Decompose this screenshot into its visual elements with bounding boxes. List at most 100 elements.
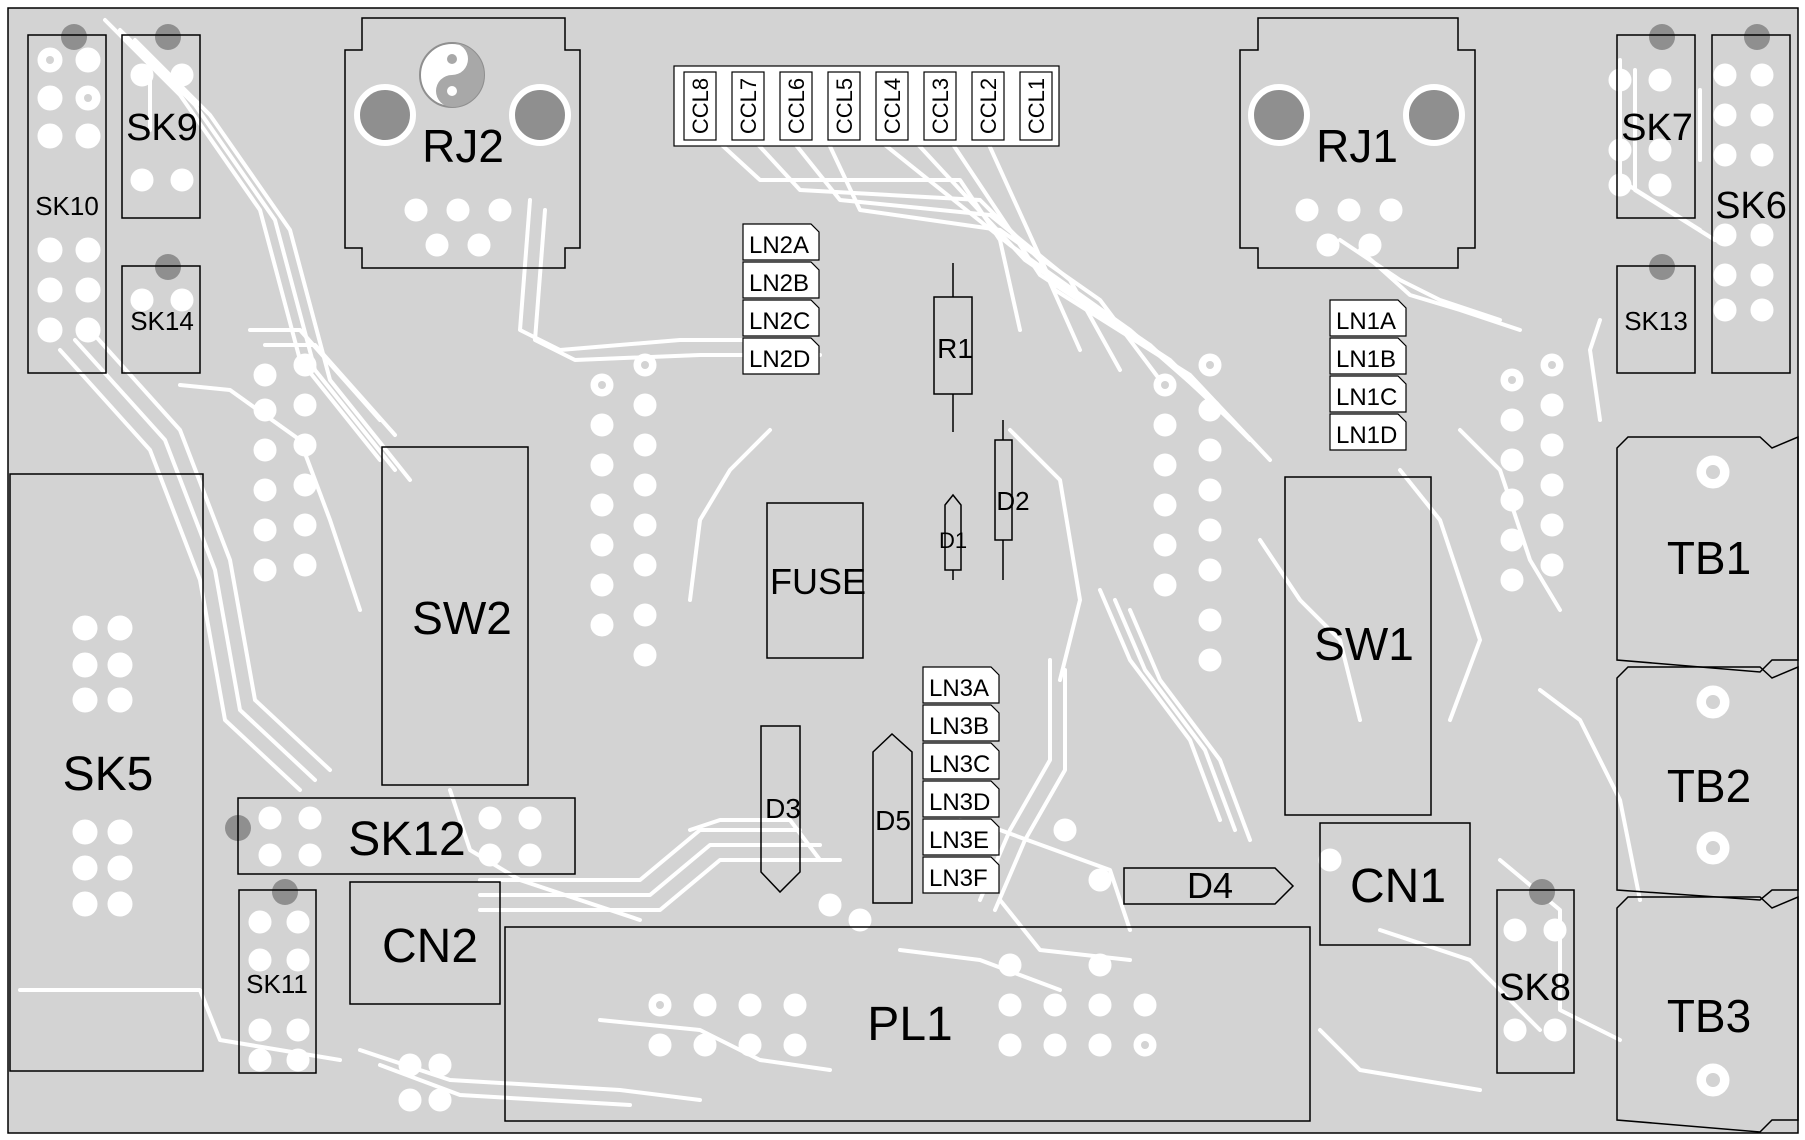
rj2-label: RJ2 [422,120,504,172]
sk9-label: SK9 [126,107,198,149]
sk5-outline [9,473,204,1072]
sk6-outline [1711,34,1791,374]
sk6-label: SK6 [1715,185,1787,227]
sk12-label: SK12 [348,813,465,866]
pads-sk8 [1503,918,1567,1042]
d2-label: D2 [996,486,1029,516]
tb3-label: TB3 [1667,990,1751,1042]
ln1-tag-label: LN1A [1336,308,1396,335]
designators: RJ2 RJ1 SK10 SK9 SK14 SK7 SK6 SK13 SK5 S… [35,107,1787,1051]
ln2-tag [742,299,820,337]
ccl-cell [923,71,957,141]
sk14-label: SK14 [130,306,194,336]
pads-center-right [1153,353,1222,672]
pads-sk11 [248,910,310,1072]
pads-center-left [590,353,657,667]
ccl-label: CCL7 [736,78,761,134]
ccl-label: CCL1 [1024,78,1049,134]
pad-grid-group [37,47,1774,1112]
sw2-label: SW2 [412,592,512,644]
rj1-label: RJ1 [1316,120,1398,172]
pad-holes [46,56,1556,1049]
ln3-tag [922,666,1000,704]
sk14-outline [121,265,201,374]
ccl-label: CCL4 [880,78,905,134]
ccl-cell [1019,71,1053,141]
ln3-tag [922,742,1000,780]
ccl-label: CCL3 [928,78,953,134]
sk11-outline [238,889,317,1074]
ln2-tag-label: LN2B [749,270,809,297]
d3-outline [760,725,801,894]
ln3-tag [922,818,1000,856]
d5-label: D5 [875,805,911,836]
sw1-outline [1284,476,1432,816]
d1-outline [944,493,962,571]
fuse-outline [766,502,864,659]
ln3-tag-label: LN3C [929,751,990,778]
sk8-label: SK8 [1499,967,1571,1009]
sk10-outline [27,34,107,374]
sk12-outline [237,797,576,875]
tb3-outline [1616,895,1799,1133]
board-substrate [7,7,1799,1134]
ccl-cell [779,71,813,141]
sk11-label: SK11 [246,969,308,999]
ccl-cell [875,71,909,141]
ccl-label: CCL6 [784,78,809,134]
tb2-outline [1616,665,1799,901]
ln1-tag [1329,375,1407,413]
ln2-tag [742,261,820,299]
ccl-cell [827,71,861,141]
fuse-label: FUSE [770,561,866,602]
pads-pl1 [648,953,1157,1057]
ln1-tag-label: LN1C [1336,384,1397,411]
ccl-label: CCL8 [688,78,713,134]
tb1-label: TB1 [1667,532,1751,584]
component-outlines [9,17,1799,1133]
ln1-tag [1329,337,1407,375]
sw1-label: SW1 [1314,618,1414,670]
pads-left-diagonal [253,353,317,582]
ln2-tag [742,223,820,261]
ln2-tag-label: LN2C [749,308,810,335]
d1-label: D1 [939,528,967,553]
ln3-tag-label: LN3E [929,827,989,854]
sk5-label: SK5 [63,748,154,801]
sk8-outline [1496,889,1575,1074]
ln3-tag-label: LN3D [929,789,990,816]
ccl-label: CCL2 [976,78,1001,134]
sk9-outline [121,34,201,219]
sk10-label: SK10 [35,191,99,221]
sk13-label: SK13 [1624,306,1688,336]
ccl-cell [971,71,1005,141]
d4-label: D4 [1187,865,1233,906]
ln2-tag-label: LN2D [749,346,810,373]
ln3-tag [922,856,1000,894]
mounting-holes [61,24,1770,905]
ln2-tag [742,337,820,375]
rj1-outline [1239,17,1476,269]
pl1-outline [504,926,1311,1122]
ln1-tag [1329,413,1407,451]
ln3-tag-label: LN3F [929,865,988,892]
pads-sk12 [258,806,542,867]
tb2-label: TB2 [1667,760,1751,812]
sk7-label: SK7 [1621,107,1693,149]
r1-label: R1 [937,333,973,364]
ln1-tag [1329,299,1407,337]
cn2-outline [349,881,501,1005]
rj-posts [354,84,1465,146]
ln3-tag-label: LN3A [929,675,989,702]
cn1-outline [1319,822,1471,946]
d5-outline [872,732,913,904]
sk13-outline [1616,265,1696,374]
ln1-tag-label: LN1D [1336,422,1397,449]
d4-outline [1123,867,1295,905]
rj2-outline [344,17,581,269]
yin-yang-icon [419,42,485,108]
